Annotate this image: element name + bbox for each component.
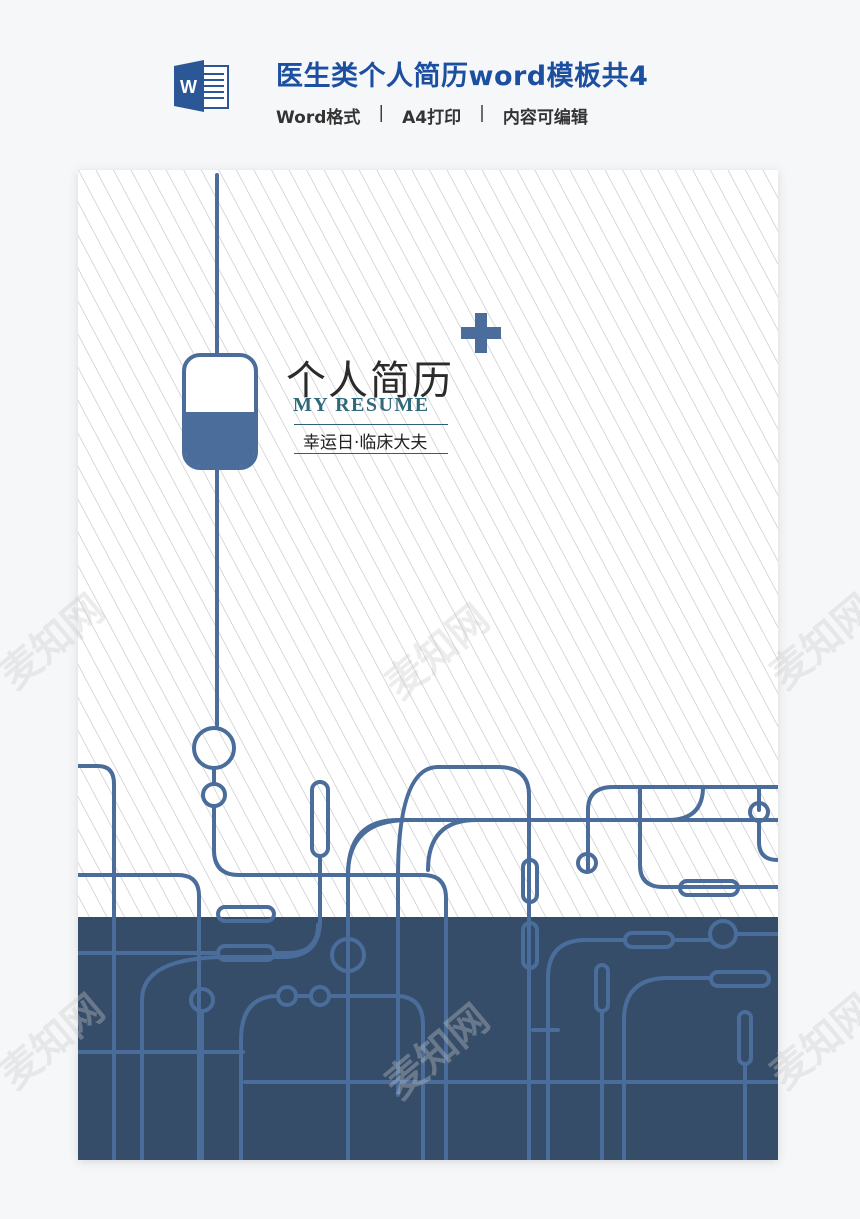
pipe-network (78, 173, 778, 1160)
cover-title-english: MY RESUME (293, 394, 430, 416)
cover-subtitle: 幸运日·临床大夫 (303, 433, 428, 453)
iv-drip-bag-icon (182, 353, 258, 470)
page-title: 医生类个人简历word模板共4 (276, 61, 649, 92)
format-info: Word格式 | A4打印 | 内容可编辑 (276, 103, 588, 128)
format-word: Word格式 (276, 108, 361, 128)
format-a4: A4打印 (402, 108, 462, 128)
separator: | (479, 103, 485, 123)
cover-illustration (78, 170, 778, 1160)
separator: | (378, 103, 385, 123)
header: W 医生类个人简历word模板共4 Word格式 | A4打印 | 内容可编辑 (0, 0, 860, 150)
svg-text:W: W (180, 77, 197, 97)
format-editable: 内容可编辑 (502, 108, 588, 128)
word-doc-icon: W (174, 60, 229, 112)
cover-title-chinese: 个人简历 (286, 358, 454, 404)
divider-top (294, 424, 448, 425)
medical-cross-icon (461, 313, 501, 353)
divider-bottom (294, 453, 448, 454)
resume-cover-page: 个人简历 MY RESUME 幸运日·临床大夫 (78, 170, 778, 1160)
